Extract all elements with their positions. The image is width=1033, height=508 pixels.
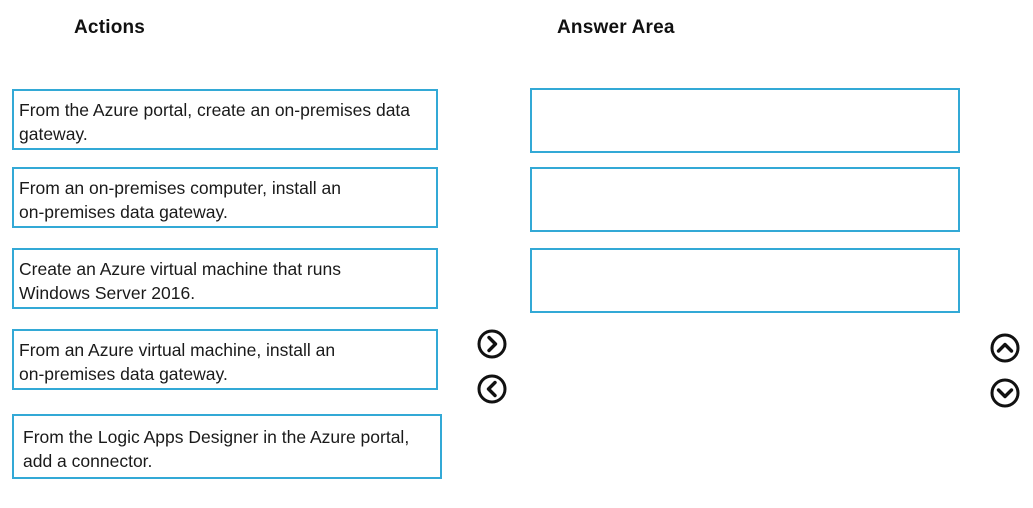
move-left-button[interactable]: [477, 374, 507, 404]
action-item-label: Create an Azure virtual machine that run…: [19, 259, 341, 303]
answer-slot-3[interactable]: [530, 248, 960, 313]
answer-slot-1[interactable]: [530, 88, 960, 153]
move-right-button[interactable]: [477, 329, 507, 359]
action-item-install-gateway-vm[interactable]: From an Azure virtual machine, install a…: [12, 329, 438, 390]
actions-heading: Actions: [74, 17, 146, 38]
chevron-down-circle-icon: [990, 378, 1020, 408]
action-item-install-gateway-onprem[interactable]: From an on-premises computer, install an…: [12, 167, 438, 228]
action-item-label: From an Azure virtual machine, install a…: [19, 340, 336, 384]
action-item-label: From the Azure portal, create an on-prem…: [19, 100, 411, 144]
chevron-right-circle-icon: [477, 329, 507, 359]
chevron-left-circle-icon: [477, 374, 507, 404]
answer-area-heading: Answer Area: [557, 17, 675, 38]
action-item-label: From an on-premises computer, install an…: [19, 178, 341, 222]
action-item-add-connector[interactable]: From the Logic Apps Designer in the Azur…: [12, 414, 442, 479]
action-item-create-vm[interactable]: Create an Azure virtual machine that run…: [12, 248, 438, 309]
move-down-button[interactable]: [990, 378, 1020, 408]
answer-slot-2[interactable]: [530, 167, 960, 232]
move-up-button[interactable]: [990, 333, 1020, 363]
chevron-up-circle-icon: [990, 333, 1020, 363]
action-item-label: From the Logic Apps Designer in the Azur…: [23, 427, 410, 471]
action-item-create-gateway-portal[interactable]: From the Azure portal, create an on-prem…: [12, 89, 438, 150]
